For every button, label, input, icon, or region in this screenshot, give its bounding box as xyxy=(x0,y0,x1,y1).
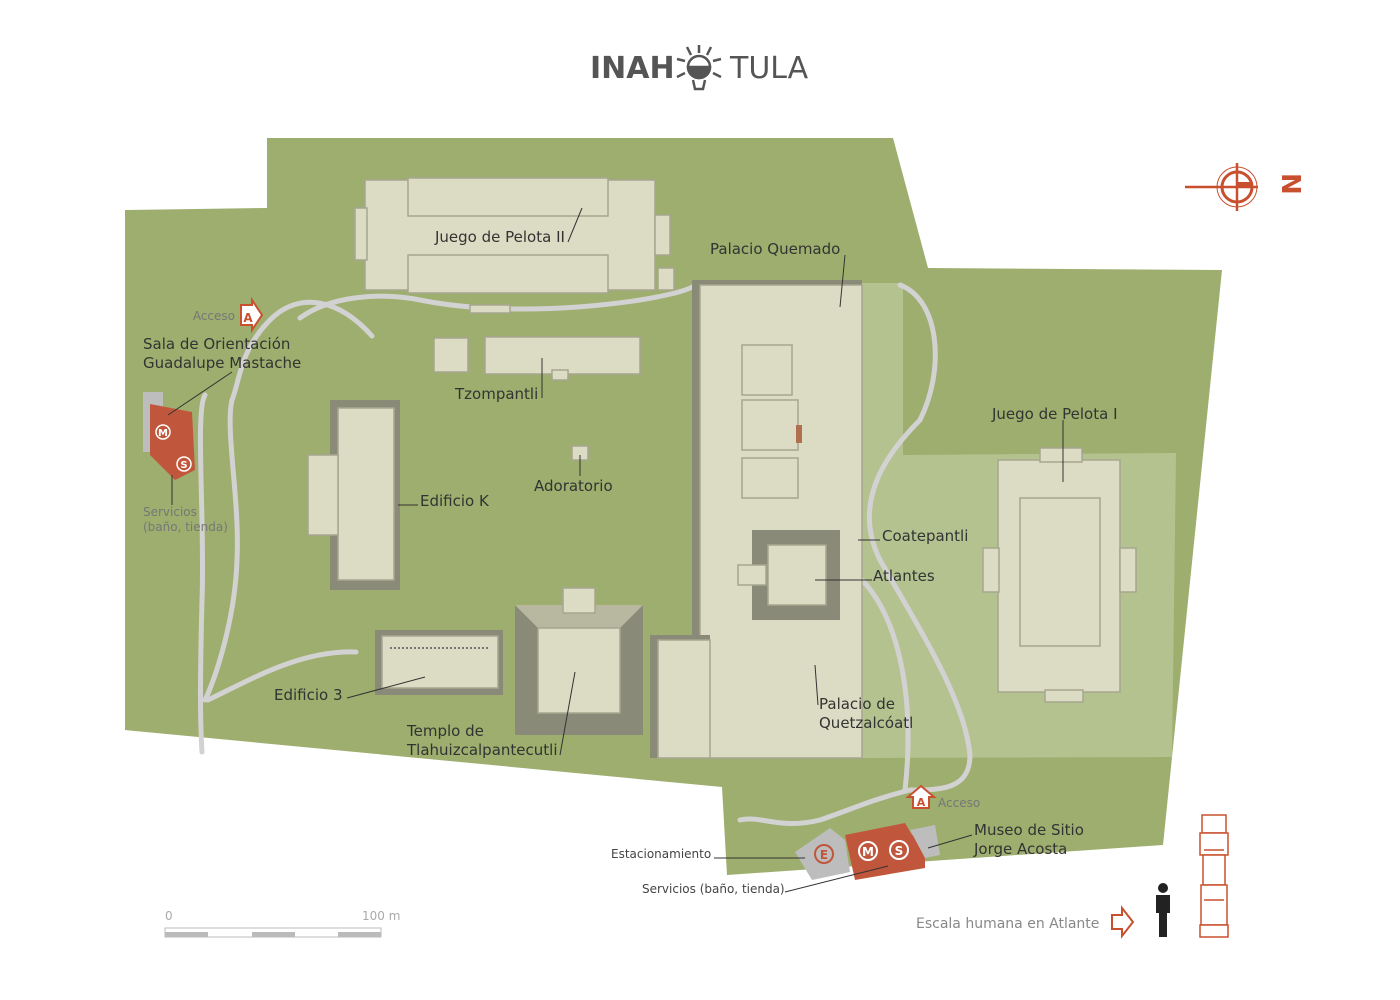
svg-text:A: A xyxy=(917,796,926,809)
label-coatepantli: Coatepantli xyxy=(882,527,968,545)
juego-de-pelota-1 xyxy=(982,447,1137,703)
inah-glyph-icon xyxy=(676,45,722,91)
services-marker-icon: S xyxy=(180,460,187,471)
leader-lines xyxy=(167,207,1064,893)
parking-marker-icon: E xyxy=(820,848,828,862)
label-adoratorio: Adoratorio xyxy=(534,477,613,495)
site-title: TULA xyxy=(729,51,809,86)
human-silhouette-icon xyxy=(1156,883,1170,937)
sala-de-orientacion: M S xyxy=(143,392,195,480)
palacio-quemado xyxy=(650,280,863,759)
access-marker-icon: A xyxy=(905,784,937,809)
scale-bar: 0 100 m xyxy=(164,909,400,938)
access-marker-icon: A xyxy=(240,296,264,334)
acceso-label-1: Acceso xyxy=(193,309,235,323)
label-servicios-left: Servicios(baño, tienda) xyxy=(143,505,228,534)
human-scale-label: Escala humana en Atlante xyxy=(916,916,1099,932)
arrow-right-icon xyxy=(1111,905,1135,939)
label-estacionamiento: Estacionamiento xyxy=(611,847,711,861)
label-juego-de-pelota-2: Juego de Pelota II xyxy=(434,228,565,246)
juego-de-pelota-2 xyxy=(354,177,675,314)
atlantes-pyramid xyxy=(737,530,840,620)
edificio-k xyxy=(307,400,400,590)
label-edificio-3: Edificio 3 xyxy=(274,686,343,704)
north-label: N xyxy=(1275,173,1305,195)
museum-marker-icon: M xyxy=(158,428,168,439)
svg-text:A: A xyxy=(243,311,253,325)
north-compass-icon xyxy=(1185,163,1258,211)
acceso-label-2: Acceso xyxy=(938,796,980,810)
label-tzompantli: Tzompantli xyxy=(454,385,538,403)
label-juego-de-pelota-1: Juego de Pelota I xyxy=(991,405,1118,423)
templo-tlahuizcalpantecutli xyxy=(515,587,643,735)
label-servicios-bottom: Servicios (baño, tienda) xyxy=(642,882,785,896)
label-atlantes: Atlantes xyxy=(873,567,935,585)
edificio-3 xyxy=(375,630,503,695)
label-palacio-quemado: Palacio Quemado xyxy=(710,240,840,258)
services-marker-icon: S xyxy=(895,844,904,858)
label-edificio-k: Edificio K xyxy=(420,492,490,510)
tzompantli xyxy=(433,336,641,381)
svg-text:0: 0 xyxy=(165,909,173,923)
svg-text:100 m: 100 m xyxy=(362,909,400,923)
museum-marker-icon: M xyxy=(862,845,874,859)
museo-de-sitio: E M S xyxy=(795,823,940,880)
atlante-statue-icon xyxy=(1199,814,1229,938)
brand-text: INAH xyxy=(590,51,675,86)
